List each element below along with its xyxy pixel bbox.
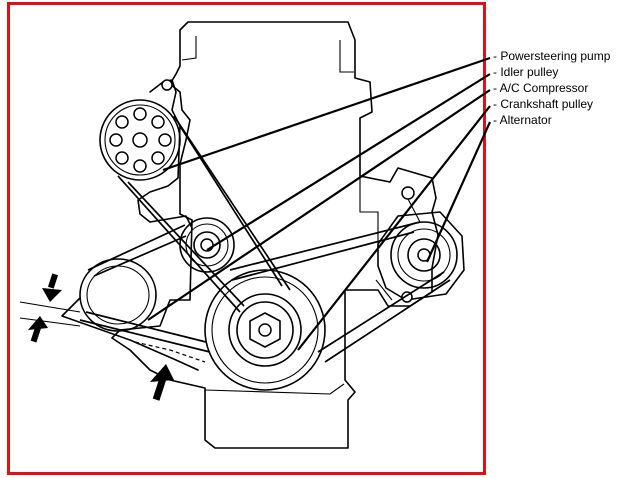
powersteering-pump bbox=[99, 99, 181, 181]
deflection-line bbox=[19, 301, 81, 313]
idler-pulley bbox=[179, 217, 235, 273]
diagram-frame bbox=[7, 2, 486, 475]
legend-item-powersteering-pump: - Powersteering pump bbox=[493, 49, 611, 63]
engine-block-outline bbox=[111, 21, 439, 449]
engine-block-detail bbox=[181, 36, 197, 61]
engine-block-detail bbox=[359, 178, 379, 250]
crankshaft-pulley bbox=[204, 269, 326, 391]
leader-powersteering-pump bbox=[162, 56, 491, 172]
ac-compressor bbox=[61, 258, 199, 371]
powersteering-belt bbox=[117, 115, 291, 313]
main-drive-belt-inner bbox=[85, 231, 445, 353]
powersteering-belt-inner bbox=[127, 125, 283, 307]
belt-deflection bbox=[134, 341, 206, 363]
arrow-down-icon bbox=[42, 273, 62, 302]
arrow-up-icon bbox=[150, 364, 174, 401]
alternator bbox=[377, 186, 465, 303]
engine-block-detail bbox=[204, 383, 345, 395]
legend-item-alternator: - Alternator bbox=[493, 113, 552, 127]
legend-item-idler-pulley: - Idler pulley bbox=[493, 65, 559, 79]
legend-item-ac-compressor: - A/C Compressor bbox=[493, 81, 589, 95]
leader-alternator bbox=[425, 121, 492, 263]
arrow-up-icon bbox=[28, 316, 48, 343]
engine-block-detail bbox=[339, 40, 354, 73]
powersteering-bracket bbox=[137, 79, 193, 229]
legend-item-crankshaft-pulley: - Crankshaft pulley bbox=[493, 97, 594, 111]
leader-ac-compressor bbox=[147, 89, 491, 321]
bracket-bolt bbox=[161, 79, 173, 91]
deflection-line bbox=[19, 317, 81, 327]
alternator-bolt bbox=[401, 186, 415, 200]
main-drive-belt bbox=[79, 221, 451, 363]
leader-idler-pulley bbox=[206, 73, 491, 251]
leader-crankshaft-pulley bbox=[297, 105, 491, 351]
engine-block-detail bbox=[375, 279, 393, 301]
component-legend: - Powersteering pump - Idler pulley - A/… bbox=[493, 48, 610, 128]
